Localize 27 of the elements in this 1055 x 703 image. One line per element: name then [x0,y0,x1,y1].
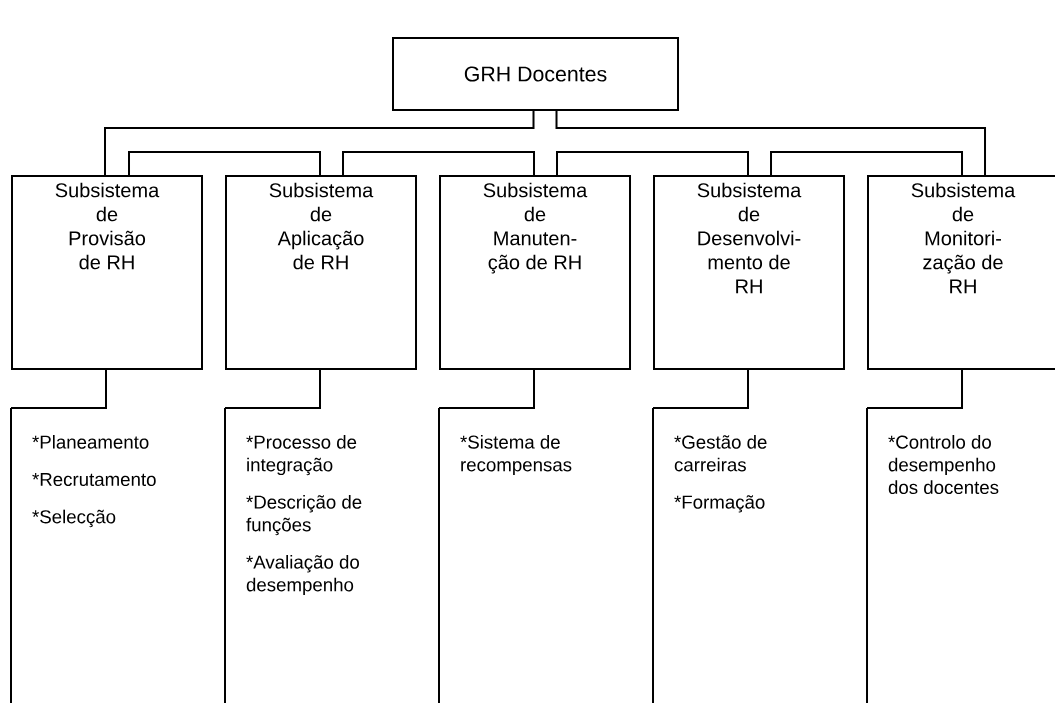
subsystem-box: Subsistema de Provisão de RH [11,175,203,370]
connector-line [128,151,321,176]
subsystem-box: Subsistema de Desenvolvi- mento de RH [653,175,845,370]
bracket-line [438,369,535,409]
list-item: *Planeamento [32,435,149,449]
list-item: *Avaliação do desempenho [246,555,359,596]
list-item: *Descrição de funções [246,495,362,536]
list-item: *Sistema de recompensas [460,435,572,476]
title-box: GRH Docentes [392,37,679,111]
connector-line [770,151,963,176]
list-item: *Gestão de carreiras [674,435,767,472]
connector-line [555,110,986,176]
bracket-line [224,369,321,409]
connector-line [342,151,535,176]
list-item: *Processo de integração [246,435,357,476]
list-item: *Selecção [32,509,116,528]
list-item: *Recrutamento [32,473,156,487]
list-item: *Controlo do desempenho dos docentes [888,435,999,495]
subsystem-box: Subsistema de Manuten- ção de RH [439,175,631,370]
subsystem-box: Subsistema de Monitori- zação de RH [867,175,1055,370]
subsystem-box: Subsistema de Aplicação de RH [225,175,417,370]
list-item: *Formação [674,495,765,513]
bracket-line [10,369,107,409]
bracket-line [652,369,749,409]
bracket-line [866,369,963,409]
connector-line [104,110,535,176]
connector-line [556,151,749,176]
